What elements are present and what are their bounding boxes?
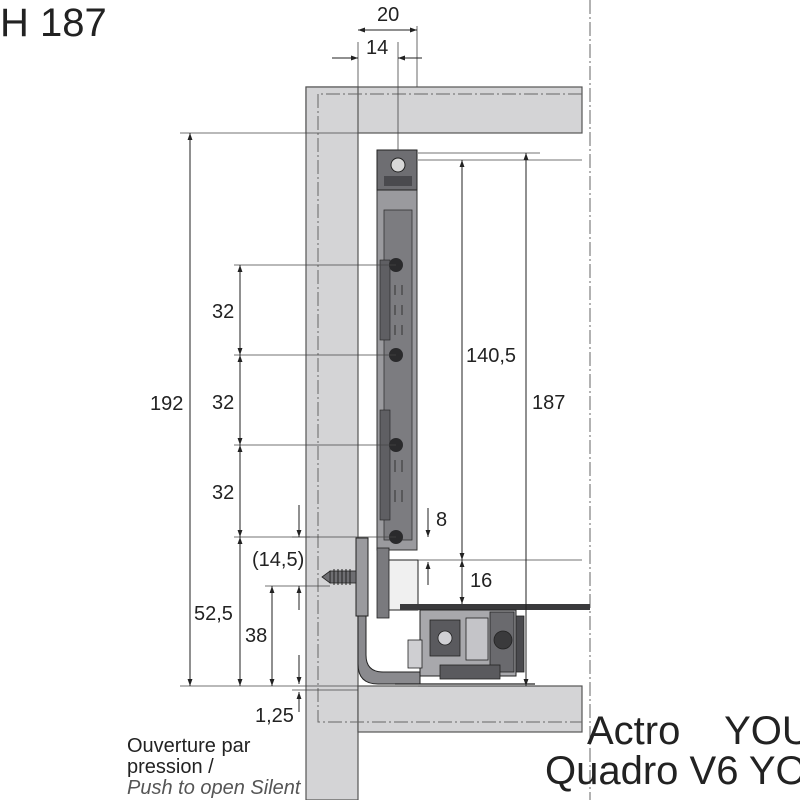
runner-mechanism [395,604,590,685]
side-panel [305,86,359,800]
screw-icon [321,569,357,585]
dim-32-a: 32 [212,301,234,323]
dim-140-5: 140,5 [466,345,516,367]
slot-marks [394,285,403,502]
drawer-clip-lower [379,409,391,521]
dim-top-20: 20 [377,4,399,26]
product-label: Actro YOU/ Quadro V6 YOU [545,709,800,793]
drawer-side-profile [321,149,590,685]
drawing-title: H 187 [0,1,107,45]
mounting-bracket [355,537,369,617]
dimension-labels: 20 14 192 32 32 32 52,5 38 (14,5) 1,25 1… [150,4,565,727]
runner-plate [376,547,390,619]
push-to-open-caption: Ouverture par pression / Push to open Si… [127,735,302,799]
drawer-clip-upper [379,259,391,341]
dim-32-b: 32 [212,392,234,414]
dim-187: 187 [532,392,565,414]
dim-8: 8 [436,509,447,531]
dim-top-14: 14 [366,37,388,59]
dim-52-5: 52,5 [194,603,233,625]
dim-192: 192 [150,393,183,415]
cabinet-panels [305,0,591,800]
dim-1-25: 1,25 [255,705,294,727]
dimension-lines [180,26,540,712]
runner-block [387,559,419,611]
clearance-outline [317,93,582,723]
dim-32-c: 32 [212,482,234,504]
top-cap-screw-icon [390,157,406,173]
caption-line-3: Push to open Silent [127,777,302,799]
product-line-2: Quadro V6 YOU [545,749,800,793]
bottom-panel [357,685,583,733]
caption-line-2: pression / [127,756,214,778]
product-line-1: Actro YOU/ [587,709,800,753]
dim-14-5: (14,5) [252,549,304,571]
caption-line-1: Ouverture par [127,735,251,757]
dim-16: 16 [470,570,492,592]
dim-38: 38 [245,625,267,647]
top-cap-slot [384,176,412,186]
